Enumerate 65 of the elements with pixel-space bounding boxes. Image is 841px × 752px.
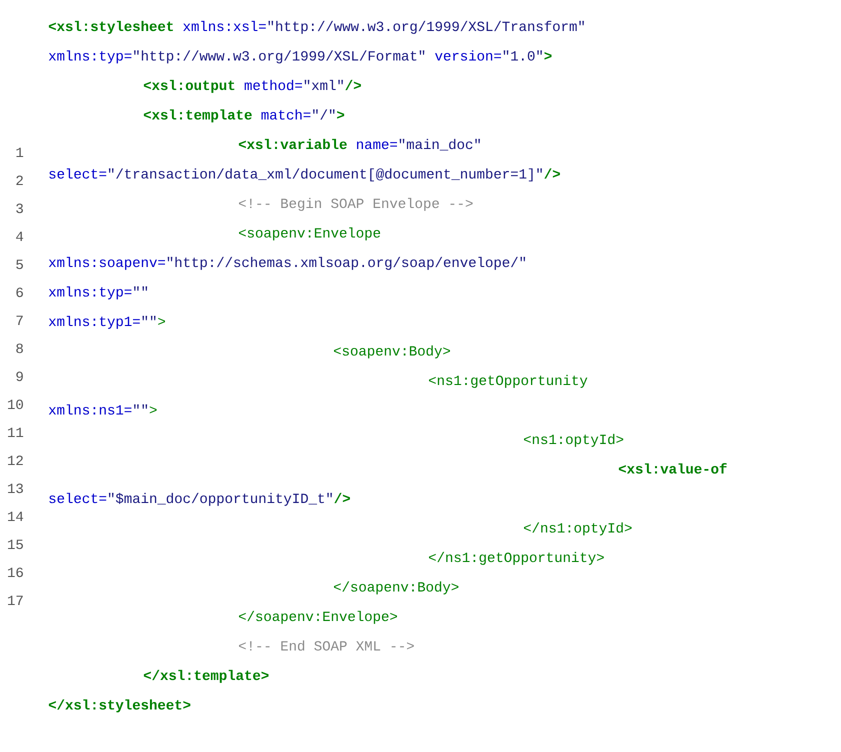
code-text: </ns1:getOpportunity> bbox=[429, 552, 604, 565]
line-number: 1 bbox=[16, 148, 24, 157]
code-text: xmlns:typ= bbox=[48, 50, 132, 64]
line-number: 12 bbox=[8, 456, 23, 465]
code-text: /> bbox=[334, 492, 350, 504]
code-text: </xsl:template> bbox=[144, 670, 269, 683]
code-text: xmlns:typ= bbox=[48, 286, 132, 300]
code-text: /> bbox=[544, 168, 560, 179]
line-number: 16 bbox=[8, 568, 23, 578]
line-number: 15 bbox=[8, 540, 23, 550]
code-text: xmlns:typ1= bbox=[48, 316, 140, 329]
line-number: 17 bbox=[8, 596, 23, 605]
code-text: select= bbox=[49, 492, 106, 504]
code-text: "http://www.w3.org/1999/XSL/Format" bbox=[134, 50, 424, 64]
code-text: "" bbox=[134, 404, 148, 409]
code-text: "1.0" bbox=[504, 50, 542, 61]
code-text: </xsl:stylesheet> bbox=[48, 699, 190, 712]
code-text: > bbox=[150, 406, 157, 414]
code-text: </ns1:optyId> bbox=[524, 522, 632, 536]
code-text: /> bbox=[345, 80, 361, 90]
line-number: 13 bbox=[8, 484, 23, 494]
code-text: > bbox=[337, 111, 344, 119]
line-number: 2 bbox=[16, 176, 23, 185]
code-text: name= bbox=[357, 141, 397, 150]
code-text: "http://schemas.xmlsoap.org/soap/envelope/" bbox=[168, 256, 526, 270]
code-text: "/" bbox=[313, 109, 334, 120]
code-text: <xsl:template bbox=[144, 109, 252, 122]
code-text: match= bbox=[261, 109, 310, 120]
line-number: 3 bbox=[16, 204, 23, 214]
code-text: xmlns:xsl= bbox=[183, 20, 266, 32]
code-text: <soapenv:Body> bbox=[334, 345, 450, 358]
line-number: 4 bbox=[16, 232, 24, 241]
code-text: "$main_doc/opportunityID_t" bbox=[108, 492, 332, 506]
code-text: select= bbox=[49, 168, 106, 179]
code-text: <xsl:output bbox=[144, 80, 234, 93]
code-text: <soapenv:Envelope bbox=[239, 227, 380, 240]
code-text: "" bbox=[134, 286, 148, 291]
code-text: </soapenv:Envelope> bbox=[239, 610, 397, 624]
line-number: 7 bbox=[16, 316, 23, 325]
line-number: 8 bbox=[16, 344, 23, 354]
code-text: <!-- Begin SOAP Envelope --> bbox=[239, 198, 473, 211]
code-text: method= bbox=[244, 80, 302, 90]
code-text: > bbox=[544, 52, 552, 60]
code-text: "http://www.w3.org/1999/XSL/Transform" bbox=[268, 20, 584, 34]
line-number: 9 bbox=[16, 372, 23, 382]
code-text: <xsl:variable bbox=[238, 138, 347, 150]
code-text: version= bbox=[435, 50, 501, 61]
code-text: <xsl:value-of bbox=[618, 463, 727, 474]
code-text: <ns1:getOpportunity bbox=[429, 374, 588, 388]
code-text: "" bbox=[142, 316, 156, 320]
code-text: xmlns:ns1= bbox=[48, 404, 132, 415]
line-number: 11 bbox=[8, 428, 24, 437]
line-number: 10 bbox=[8, 400, 23, 410]
line-number: 6 bbox=[16, 288, 23, 298]
line-number: 14 bbox=[8, 512, 24, 521]
code-text: </soapenv:Body> bbox=[334, 581, 458, 594]
code-text: xmlns:soapenv= bbox=[48, 256, 165, 270]
code-text: "xml" bbox=[304, 80, 343, 90]
code-text: > bbox=[158, 318, 165, 325]
code-text: <!-- End SOAP XML --> bbox=[239, 640, 414, 651]
code-text: <ns1:optyId> bbox=[524, 434, 624, 447]
line-number: 5 bbox=[16, 260, 23, 270]
code-text: "/transaction/data_xml/document[@document_number=1]" bbox=[108, 168, 542, 182]
code-text: <xsl:stylesheet bbox=[48, 20, 173, 34]
code-text: "main_doc" bbox=[400, 138, 480, 150]
